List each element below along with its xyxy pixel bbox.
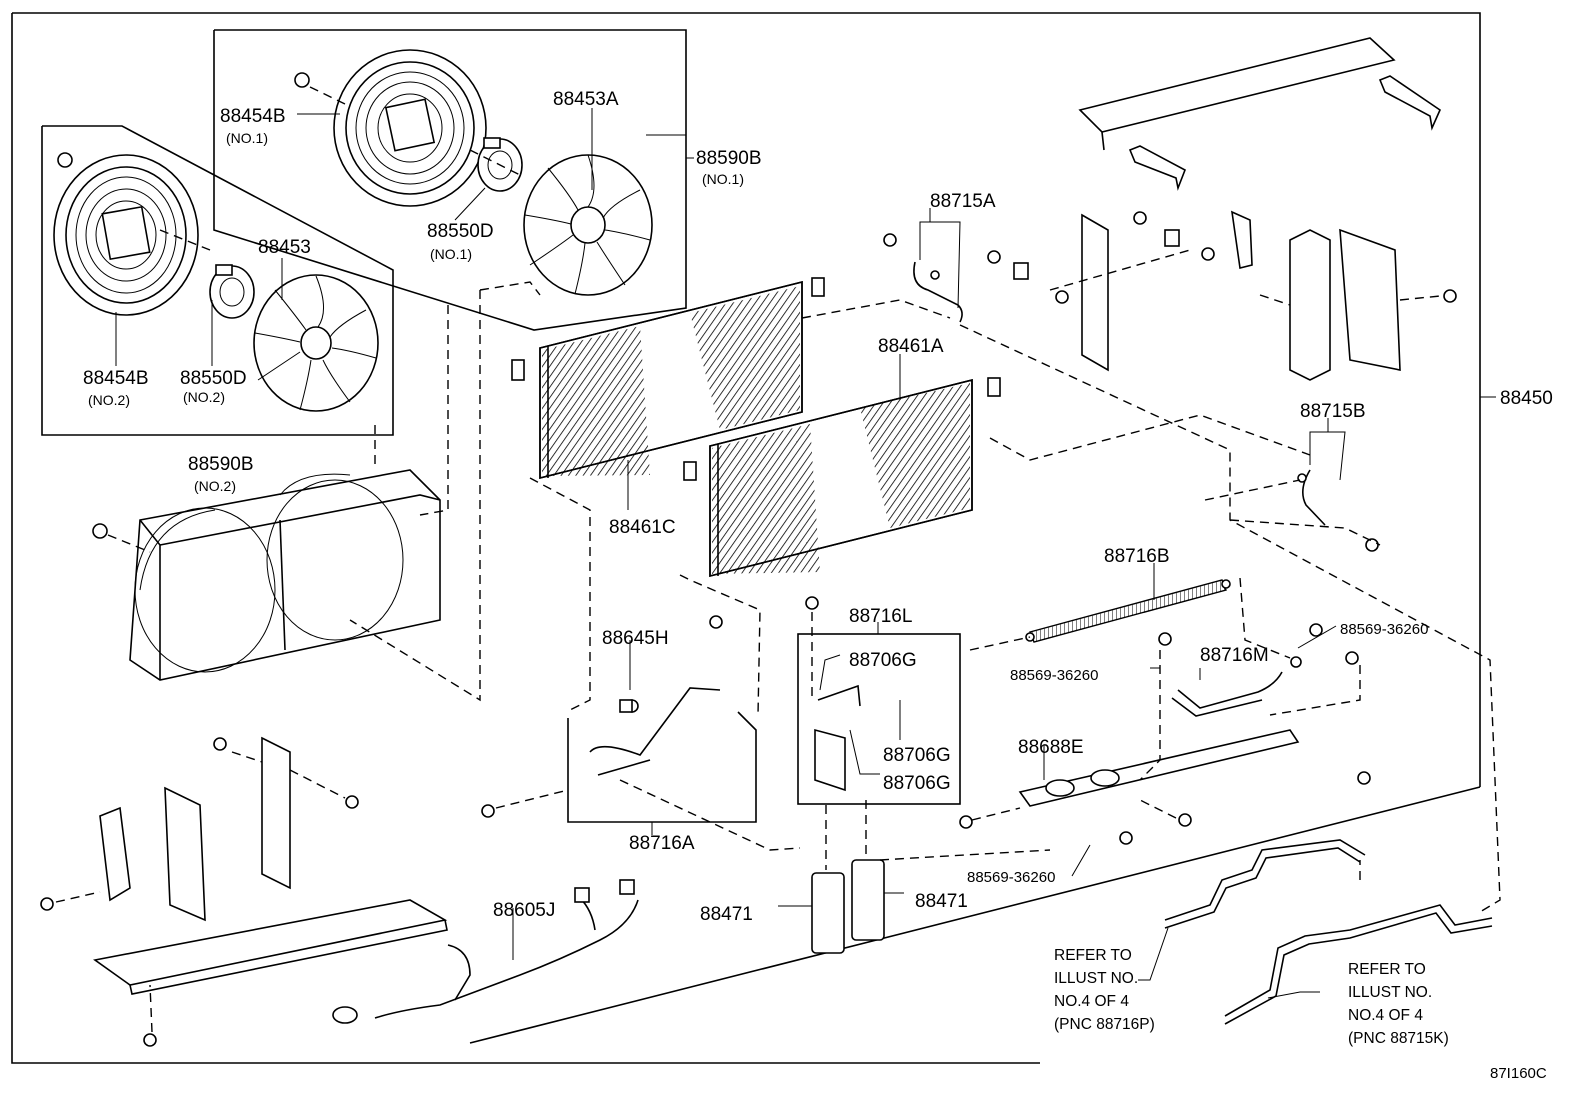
label-88716b: 88716B	[1104, 546, 1170, 567]
label-88471-left: 88471	[700, 904, 753, 925]
label-88590b-no1-sub: (NO.1)	[702, 171, 744, 187]
label-88590b-no2: 88590B	[188, 454, 254, 475]
ref-right-line-4: (PNC 88715K)	[1348, 1030, 1449, 1047]
leader-lines	[115, 108, 1496, 999]
main-frame	[11, 12, 1481, 1064]
reference-note-right: REFER TO ILLUST NO. NO.4 OF 4 (PNC 88715…	[1348, 961, 1449, 1047]
label-88645h: 88645H	[602, 628, 669, 649]
sensor-box-88716a	[481, 615, 757, 823]
bracket-88715a	[913, 261, 963, 323]
lower-left-brackets	[40, 736, 359, 922]
right-brackets	[883, 210, 1457, 381]
label-88569-36260-right: 88569-36260	[1340, 621, 1428, 638]
bracket-88688e	[959, 729, 1371, 845]
label-88454b-no1-sub: (NO.1)	[226, 130, 268, 146]
label-88715a: 88715A	[930, 191, 996, 212]
fan-motor-no1	[469, 137, 523, 192]
fan-motor-no2	[209, 264, 255, 319]
ref-left-line-4: (PNC 88716P)	[1054, 1016, 1155, 1033]
label-88716a: 88716A	[629, 833, 695, 854]
receiver-bracket-box-88716l	[797, 596, 961, 805]
label-88450: 88450	[1500, 388, 1553, 409]
pipe-88716b	[1025, 579, 1231, 643]
label-88706g-middle: 88706G	[883, 745, 951, 766]
label-88453: 88453	[258, 237, 311, 258]
ref-left-line-3: NO.4 OF 4	[1054, 993, 1129, 1010]
label-88688e: 88688E	[1018, 737, 1084, 758]
condenser-88461c	[511, 277, 825, 480]
label-88550d-no2-sub: (NO.2)	[183, 389, 225, 405]
label-88605j: 88605J	[493, 900, 555, 921]
label-88590b-no1: 88590B	[696, 148, 762, 169]
upper-shields	[1078, 37, 1442, 191]
label-88569-36260-bottom: 88569-36260	[967, 869, 1055, 886]
fan-shroud-frame	[92, 469, 441, 681]
fan-shroud-no1	[294, 49, 487, 207]
fan-assembly-no2-box	[41, 125, 394, 436]
label-88454b-no1: 88454B	[220, 106, 286, 127]
label-88550d-no2: 88550D	[180, 368, 247, 389]
label-88706g-top: 88706G	[849, 650, 917, 671]
label-88461c: 88461C	[609, 517, 676, 538]
fan-shroud-no2	[53, 152, 211, 316]
label-88706g-bottom: 88706G	[883, 773, 951, 794]
label-88716m: 88716M	[1200, 645, 1269, 666]
reference-note-left: REFER TO ILLUST NO. NO.4 OF 4 (PNC 88716…	[1054, 947, 1155, 1033]
ref-right-line-2: ILLUST NO.	[1348, 984, 1432, 1001]
wire-harness-88605j	[332, 879, 639, 1024]
fan-blade-no1	[523, 154, 653, 296]
fan-assembly-no1-box	[213, 29, 687, 331]
ref-left-line-2: ILLUST NO.	[1054, 970, 1138, 987]
label-88454b-no2: 88454B	[83, 368, 149, 389]
label-88590b-no2-sub: (NO.2)	[194, 478, 236, 494]
part-labels: 88454B (NO.1) 88453A 88590B (NO.1) 88550…	[83, 89, 1553, 925]
label-88453a: 88453A	[553, 89, 619, 110]
under-cover	[93, 899, 448, 1047]
label-88569-36260-left: 88569-36260	[1010, 667, 1098, 684]
diagram-code: 87I160C	[1490, 1065, 1547, 1082]
label-88454b-no2-sub: (NO.2)	[88, 392, 130, 408]
label-88550d-no1-sub: (NO.1)	[430, 246, 472, 262]
ref-right-line-1: REFER TO	[1348, 961, 1426, 978]
pipe-88716m	[1158, 623, 1359, 717]
fan-blade-no2	[253, 274, 379, 412]
label-88715b: 88715B	[1300, 401, 1366, 422]
receiver-tanks-88471	[811, 859, 885, 954]
label-88471-right: 88471	[915, 891, 968, 912]
condenser-88461a	[683, 377, 1001, 578]
label-88461a: 88461A	[878, 336, 944, 357]
ref-left-line-1: REFER TO	[1054, 947, 1132, 964]
label-88716l: 88716L	[849, 606, 912, 627]
ref-right-line-3: NO.4 OF 4	[1348, 1007, 1423, 1024]
refrigerant-pipes	[1164, 839, 1493, 1025]
assembly-lines	[55, 249, 1501, 1033]
label-88550d-no1: 88550D	[427, 221, 494, 242]
